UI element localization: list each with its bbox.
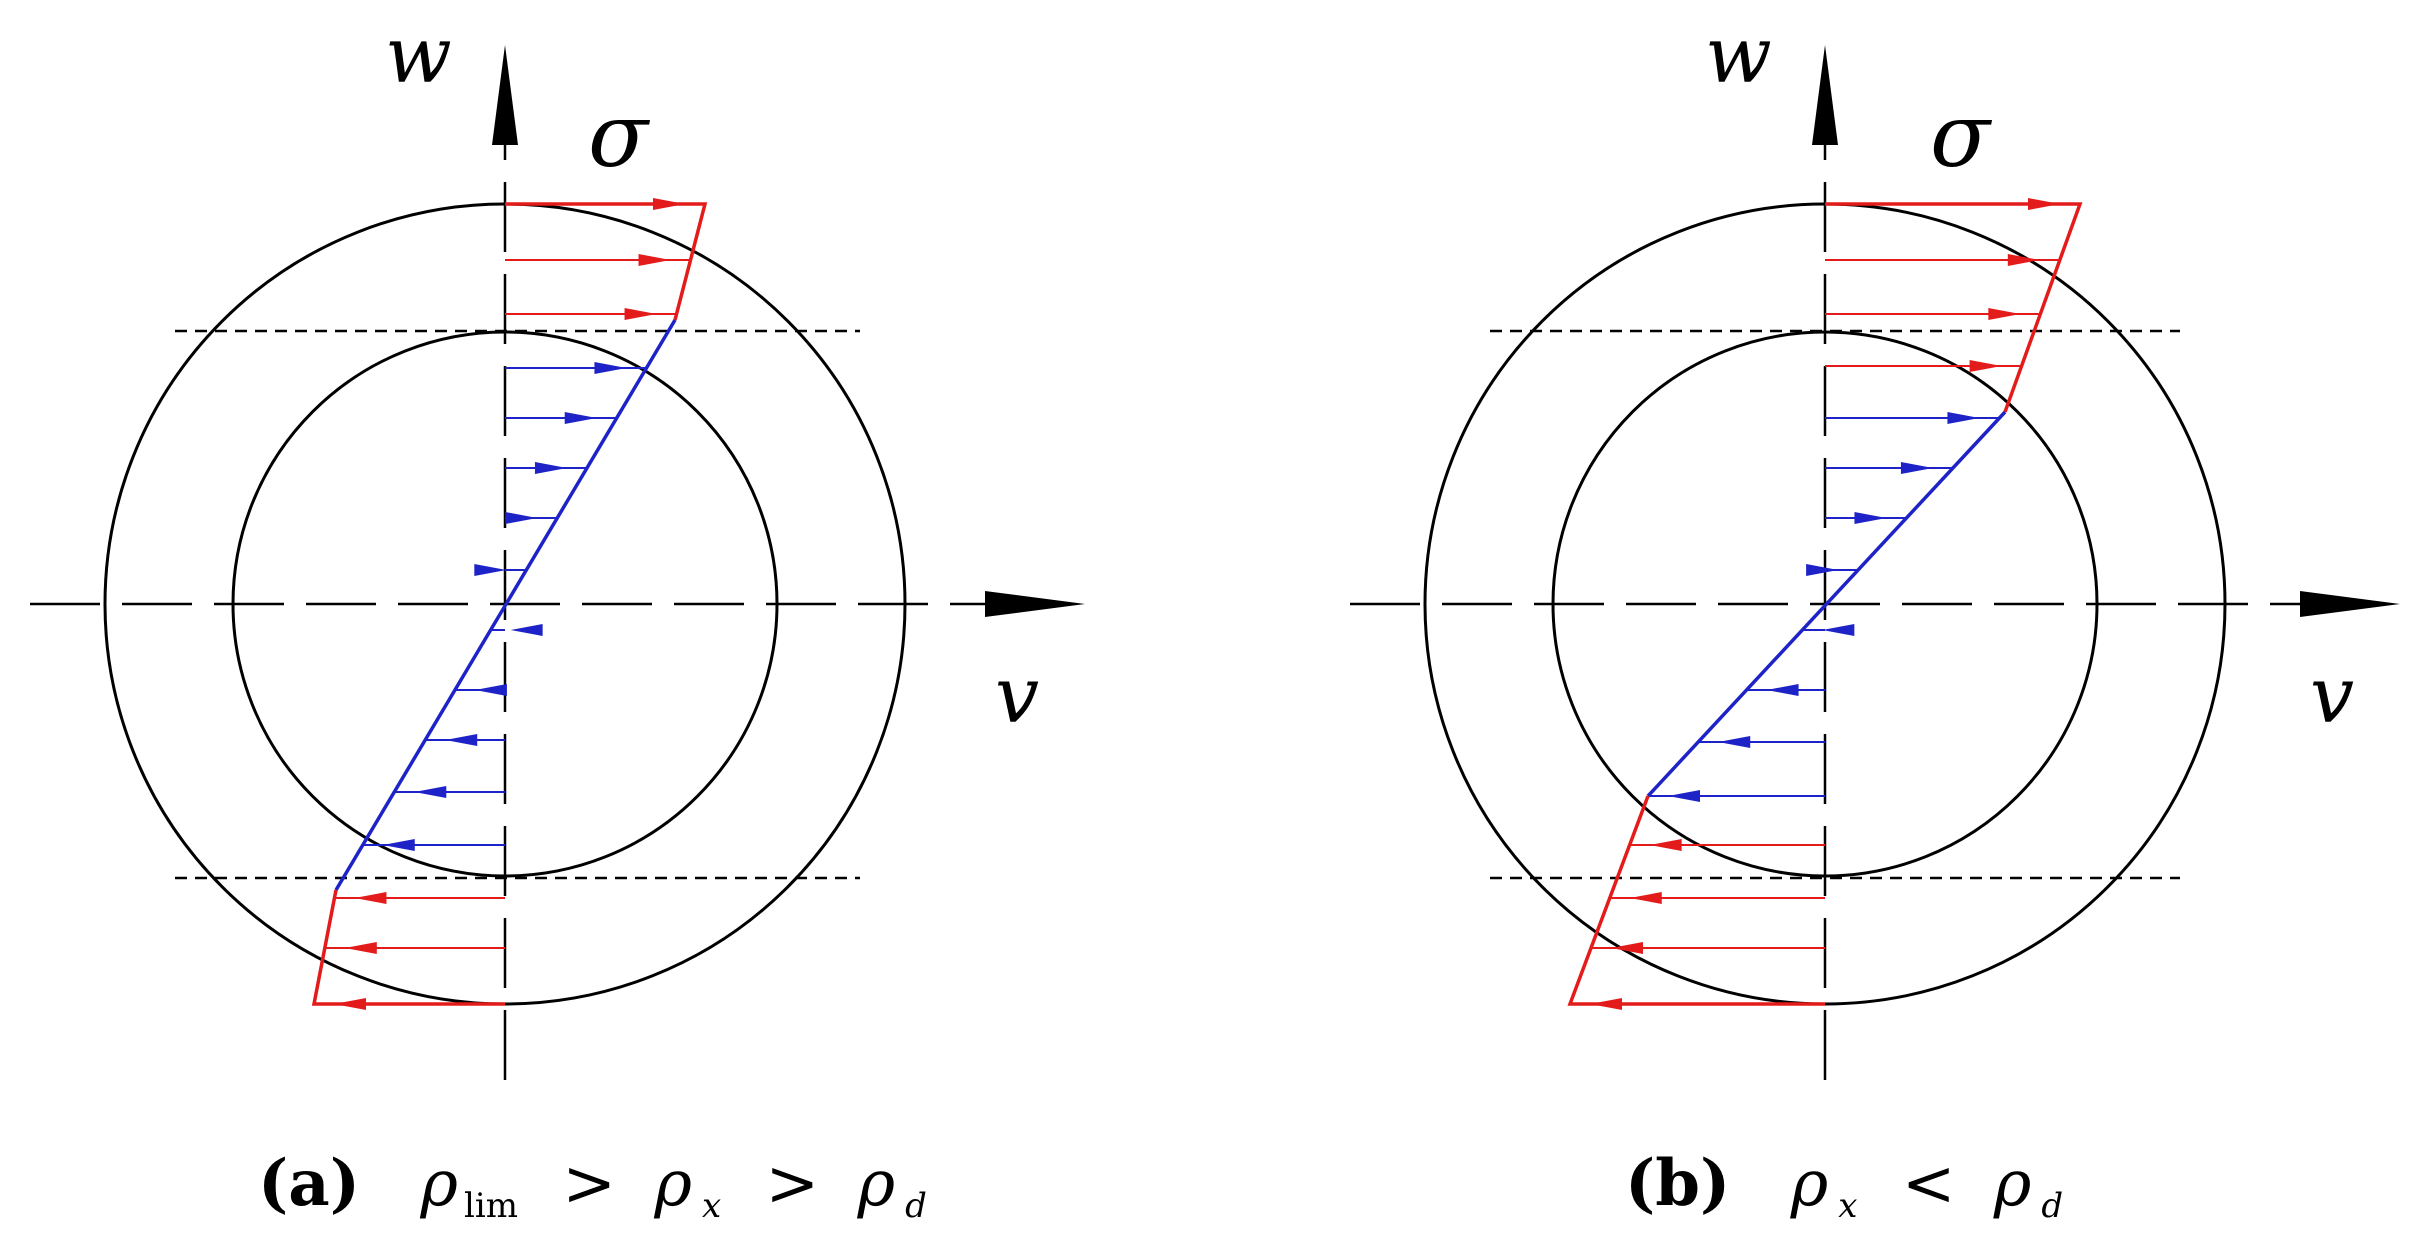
caption-b-letter: b [1655, 1146, 1700, 1221]
stress-label-sigma: σ [588, 84, 651, 187]
caption-b-paren-open: ( [1625, 1146, 1655, 1221]
stress-arrowhead-icon [354, 892, 387, 904]
stress-arrowhead-icon [510, 624, 543, 636]
axis-label-v: v [2310, 651, 2354, 741]
stress-arrowhead-icon [382, 839, 415, 851]
stress-arrowhead-icon [1822, 624, 1855, 636]
stress-arrowhead-icon [445, 734, 478, 746]
stress-arrowhead-icon [1969, 360, 2002, 372]
stress-arrowhead-icon [534, 462, 567, 474]
horizontal-axis-arrow-icon [985, 591, 1085, 617]
caption-b-op-1: < [1902, 1147, 1956, 1221]
plastic-profile-bottom [311, 889, 505, 1006]
elastic-profile [334, 319, 677, 891]
stress-arrowhead-icon [564, 412, 597, 424]
stress-arrowhead-icon [2007, 254, 2040, 266]
stress-arrowhead-icon [638, 254, 671, 266]
caption-a-sub-x: x [702, 1186, 721, 1226]
caption-a-op-2: > [765, 1147, 819, 1221]
caption-b-rho-2: ρ [1993, 1147, 2032, 1221]
plastic-profile-bottom [1567, 795, 1825, 1006]
caption-a-letter: a [288, 1146, 329, 1221]
stress-arrowhead-icon [1611, 942, 1643, 954]
stress-arrowhead-icon [594, 362, 627, 374]
caption-b-rho-1: ρ [1790, 1147, 1829, 1221]
caption-a-rho-2: ρ [653, 1147, 692, 1221]
stress-arrowhead-icon [1718, 736, 1751, 748]
inner-circle [1551, 330, 2099, 878]
caption-a-sub-lim: lim [464, 1186, 518, 1226]
stress-arrowhead-icon [505, 512, 538, 524]
stress-arrowhead-icon [414, 786, 447, 798]
stress-arrowhead-icon [1854, 512, 1887, 524]
plastic-profile-top [505, 202, 708, 321]
caption-b-paren-close: ) [1700, 1146, 1730, 1221]
stress-arrowhead-icon [1629, 892, 1662, 904]
vertical-axis-arrow-icon [492, 45, 518, 145]
caption-a-rho-3: ρ [856, 1147, 895, 1221]
axis-label-w: w [1705, 11, 1772, 101]
caption-a-paren-open: ( [258, 1146, 288, 1221]
caption-a-op-1: > [562, 1147, 616, 1221]
stress-arrowhead-icon [1668, 790, 1700, 802]
stress-arrowhead-icon [624, 308, 657, 320]
stress-arrowhead-icon [344, 942, 377, 954]
stress-arrowhead-icon [1806, 564, 1839, 576]
axis-label-v: v [995, 651, 1039, 741]
caption-b-sub-d: d [2041, 1186, 2063, 1226]
horizontal-axis-arrow-icon [2300, 591, 2400, 617]
stress-arrowhead-icon [474, 684, 507, 696]
stress-arrowhead-icon [474, 564, 507, 576]
caption-a-sub-d: d [905, 1186, 927, 1226]
stress-label-sigma: σ [1930, 84, 1993, 187]
stress-arrows-a [314, 198, 705, 1010]
caption-a-paren-close: ) [330, 1146, 360, 1221]
axis-label-w: w [385, 11, 452, 101]
caption-b-sub-x: x [1838, 1186, 1857, 1226]
stress-arrowhead-icon [1900, 462, 1933, 474]
stress-arrowhead-icon [1766, 684, 1799, 696]
stress-arrowhead-icon [1649, 839, 1682, 851]
plastic-profile-top [1825, 202, 2083, 413]
stress-arrowhead-icon [1947, 412, 1980, 424]
vertical-axis-arrow-icon [1812, 45, 1838, 145]
caption-a-rho-1: ρ [419, 1147, 458, 1221]
stress-arrowhead-icon [1988, 308, 2021, 320]
elastic-profile [1646, 410, 2007, 798]
